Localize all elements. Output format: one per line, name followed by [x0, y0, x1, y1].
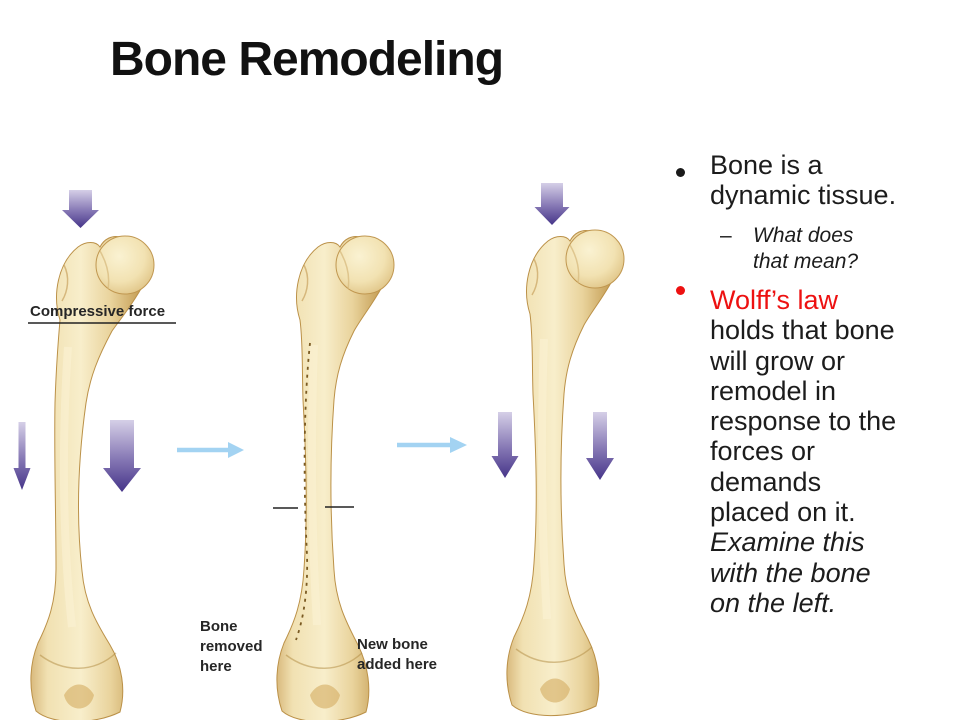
force-arrow-left-bone-left — [13, 422, 31, 490]
force-arrow-left-bone-right — [103, 420, 141, 492]
bone-remodeling-figure: Compressive force Bone removed here New … — [0, 140, 680, 720]
force-arrow-right-bone-left — [491, 412, 519, 478]
bullet-line: forces or — [710, 436, 816, 467]
bullet-line: with the bone — [710, 557, 871, 588]
bullet-wolffs-law: Wolff’s law holds that bone will grow or… — [710, 285, 960, 618]
bullet-line: on the left. — [710, 587, 837, 618]
bone-removed-label: Bone removed here — [200, 618, 263, 675]
sub-bullet-line: What does — [753, 224, 854, 247]
compressive-force-arrow-top-left — [62, 190, 99, 228]
bullet-line: Examine this — [710, 527, 865, 558]
bullet-bone-dynamic-tissue: Bone is a dynamic tissue. — [710, 150, 960, 210]
bullet-line: placed on it. — [710, 497, 856, 528]
compressive-force-label: Compressive force — [30, 303, 166, 320]
bullet-line: Bone is a — [710, 150, 823, 180]
bullet-marker-2 — [676, 286, 685, 295]
bullet-line: response to the — [710, 406, 897, 437]
new-bone-added-label: New bone added here — [357, 636, 438, 673]
sub-bullet-dash: – — [720, 224, 732, 247]
right-femur-illustration — [507, 230, 624, 716]
bullet-line: dynamic tissue. — [710, 180, 897, 210]
force-arrow-right-bone-right — [586, 412, 614, 480]
bullet-line: will grow or — [710, 345, 846, 376]
bullet-marker-1 — [676, 168, 685, 177]
transition-arrow-left — [177, 442, 244, 458]
page-title: Bone Remodeling — [110, 33, 504, 86]
transition-arrow-right — [397, 437, 467, 453]
bullet-line: Wolff’s law — [710, 285, 839, 315]
sub-bullet-what-does-that-mean: – What does that mean? — [720, 223, 900, 275]
compressive-force-arrow-top-right — [534, 183, 570, 225]
bullet-line: demands — [710, 466, 822, 497]
bullet-line: holds that bone — [710, 315, 895, 346]
sub-bullet-line: that mean? — [753, 250, 859, 273]
femur-diagram — [13, 183, 680, 720]
bullet-line: remodel in — [710, 375, 837, 406]
